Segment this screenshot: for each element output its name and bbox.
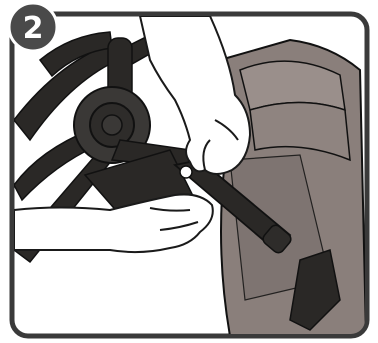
release-button xyxy=(180,166,192,178)
step-number-badge: 2 xyxy=(9,3,57,51)
step-number: 2 xyxy=(23,11,44,46)
seat-fabric xyxy=(220,40,366,336)
